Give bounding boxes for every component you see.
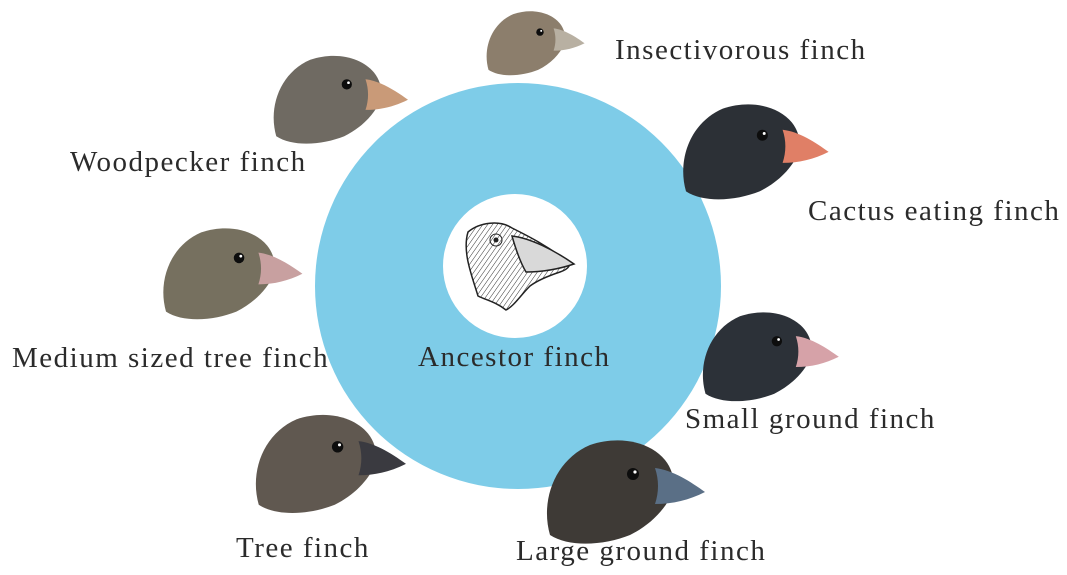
label-tree-finch: Tree finch	[236, 534, 370, 563]
cactus-eating-finch-head-icon	[683, 104, 828, 199]
label-medium-tree-finch: Medium sized tree finch	[12, 344, 329, 373]
label-small-ground-finch: Small ground finch	[685, 405, 936, 434]
insectivorous-finch-head-icon	[487, 11, 585, 75]
label-large-ground-finch: Large ground finch	[516, 537, 766, 566]
medium-tree-finch-head-icon	[163, 228, 302, 319]
label-woodpecker-finch: Woodpecker finch	[70, 148, 307, 177]
label-insectivorous-finch: Insectivorous finch	[615, 36, 867, 65]
label-cactus-eating-finch: Cactus eating finch	[808, 197, 1060, 226]
small-ground-finch-head-icon	[703, 312, 839, 401]
center-label: Ancestor finch	[418, 343, 611, 372]
